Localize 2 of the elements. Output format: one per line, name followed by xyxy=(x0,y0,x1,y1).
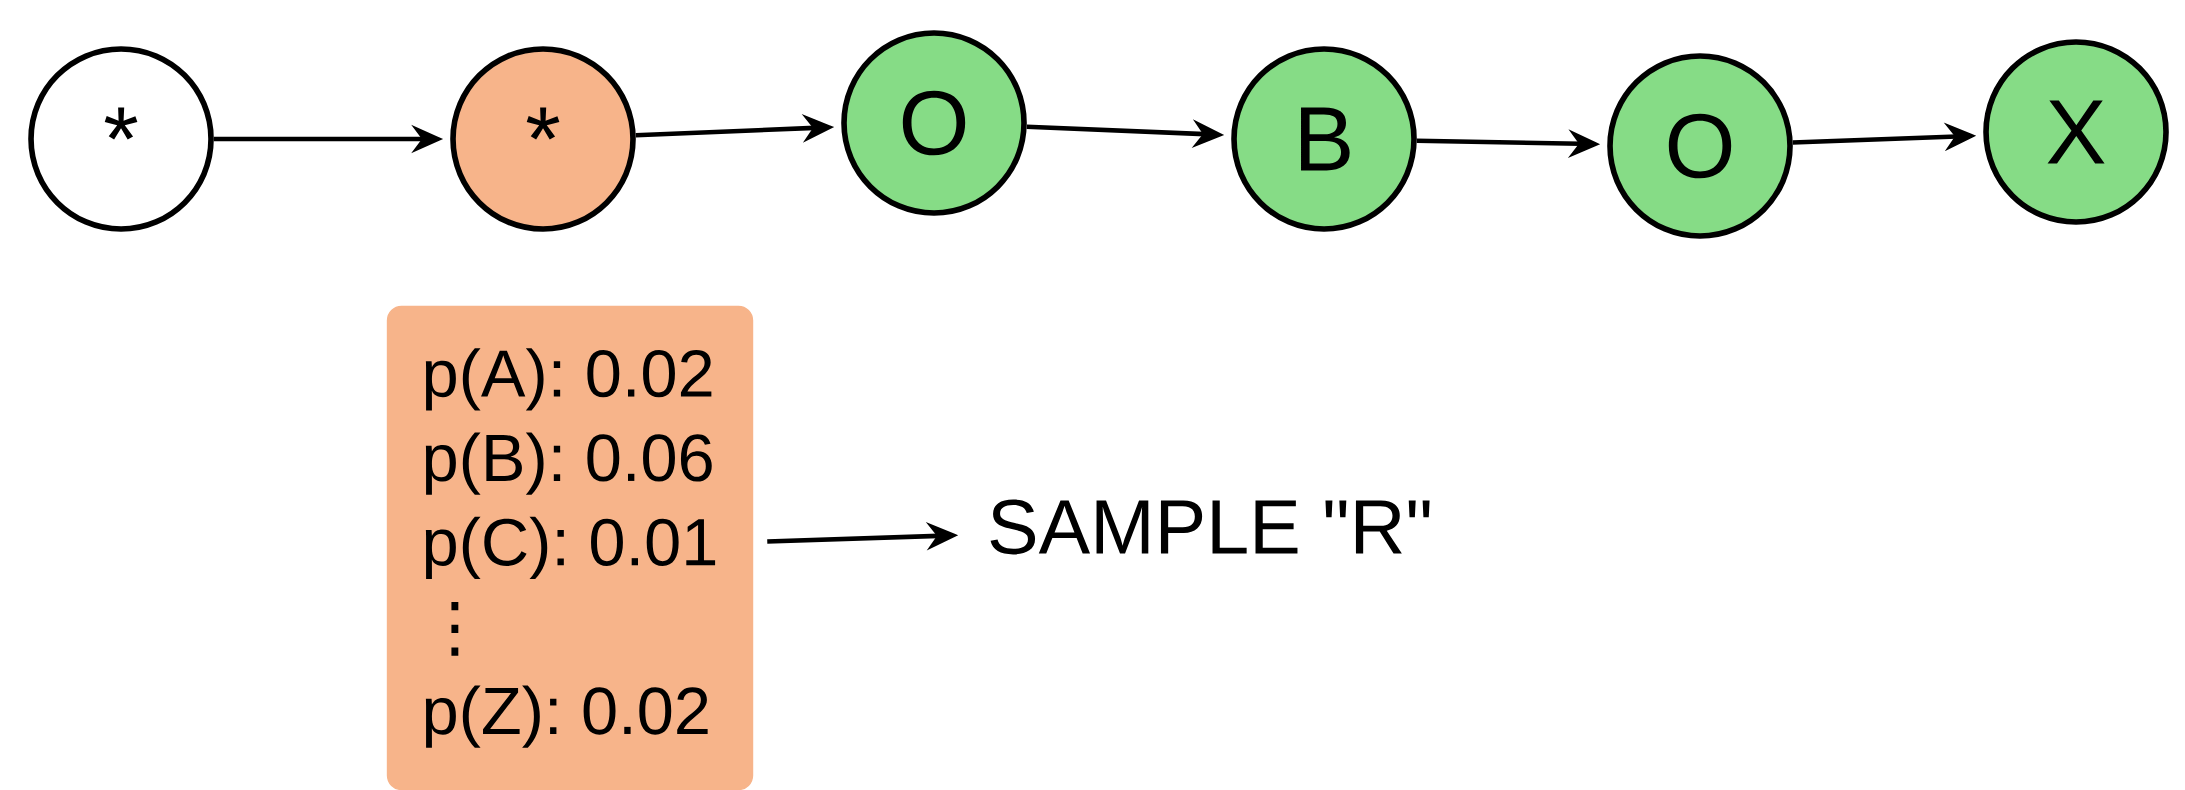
probability-box: p(A): 0.02 p(B): 0.06 p(C): 0.01 ⋮ p(Z): 0.02 xyxy=(386,305,754,790)
sample-label: SAMPLE "R" xyxy=(990,499,1430,555)
